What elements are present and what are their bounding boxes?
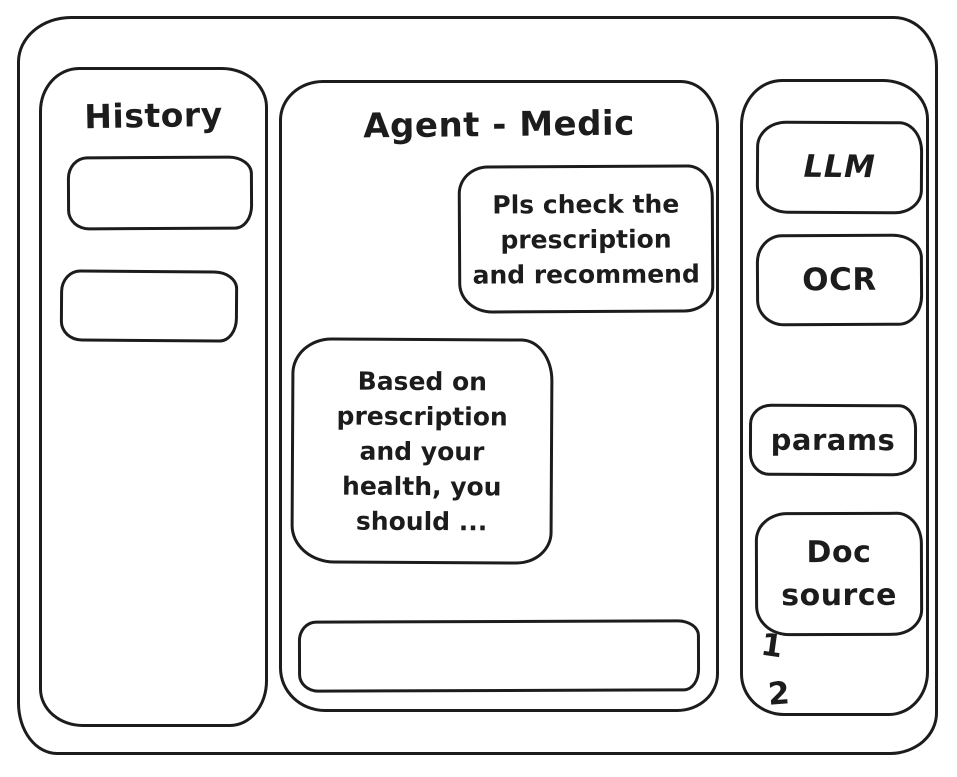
- history-item[interactable]: [66, 155, 254, 231]
- doc-source-button[interactable]: Doc source: [754, 511, 924, 637]
- chat-panel: Agent - Medic Pls check the prescription…: [279, 80, 719, 712]
- doc-source-list-item[interactable]: 1: [758, 626, 785, 666]
- tools-panel: LLM OCR params Doc source 1 2: [740, 79, 929, 716]
- message-input[interactable]: [297, 619, 701, 693]
- assistant-message-bubble: Based on prescription and your health, y…: [290, 337, 554, 565]
- chat-title: Agent - Medic: [363, 103, 635, 147]
- doc-source-list-item[interactable]: 2: [766, 675, 791, 713]
- llm-button[interactable]: LLM: [755, 120, 924, 215]
- history-item[interactable]: [59, 269, 239, 343]
- ocr-button[interactable]: OCR: [755, 233, 924, 327]
- user-message-bubble: Pls check the prescription and recommend: [457, 164, 715, 314]
- app-window: History Agent - Medic Pls check the pres…: [17, 16, 938, 755]
- history-title: History: [84, 94, 223, 137]
- history-panel: History: [39, 67, 268, 727]
- params-button[interactable]: params: [748, 403, 918, 477]
